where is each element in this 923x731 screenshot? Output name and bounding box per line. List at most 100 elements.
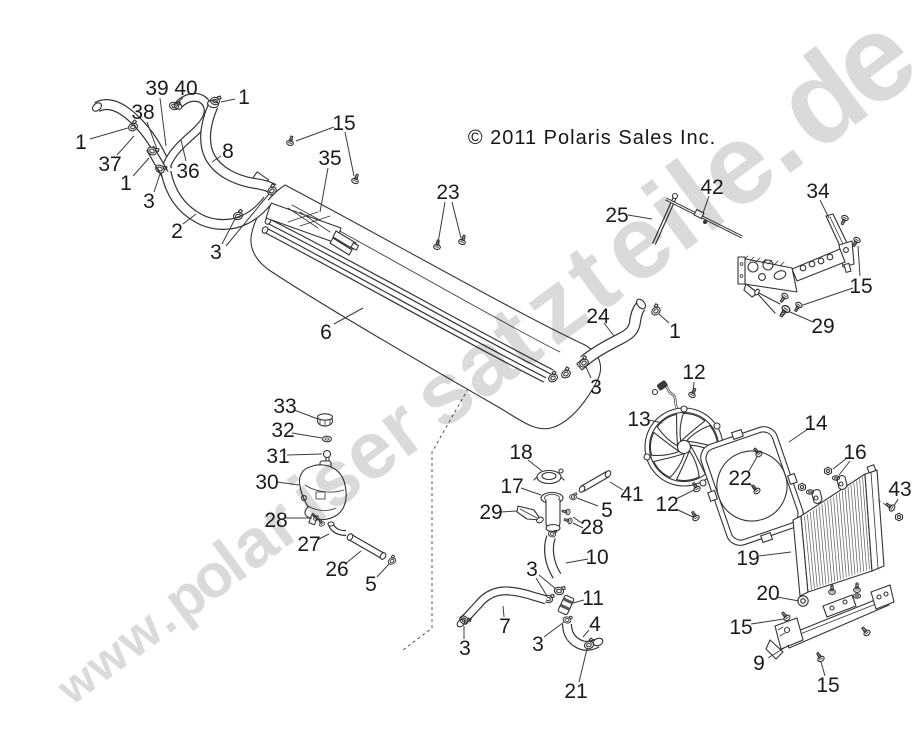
leader-line-39 [159, 97, 167, 147]
tube-core [580, 302, 645, 365]
path-shape [784, 599, 887, 641]
screw-icon [859, 624, 872, 638]
leader-line-29 [789, 311, 814, 323]
g-shape [804, 476, 870, 590]
circle-shape [676, 439, 692, 455]
callout-34-17: 34 [806, 180, 830, 203]
path-shape [765, 639, 784, 660]
leader-line-41 [609, 481, 624, 491]
cable-tie-42 [665, 197, 743, 239]
tube-core [161, 171, 272, 229]
callout-3-51: 3 [526, 558, 538, 581]
path-shape [287, 207, 331, 233]
leader-line-35 [319, 167, 329, 213]
clamp-icon [561, 613, 574, 625]
path-shape [519, 508, 538, 519]
leader-line-36 [180, 139, 187, 162]
leader-line-25 [627, 214, 653, 220]
screw-icon [561, 507, 571, 516]
callout-10-50: 10 [585, 546, 608, 569]
leader-line-9 [767, 644, 790, 659]
ellipse-shape [379, 552, 387, 560]
callout-3-23: 3 [590, 376, 602, 399]
callout-6-20: 6 [320, 321, 332, 344]
leader-line-15 [344, 131, 355, 177]
callout-38-2: 38 [131, 101, 154, 124]
radiator-fin [853, 482, 862, 573]
circle-shape [876, 594, 882, 600]
ellipse-shape [324, 437, 330, 441]
circle-shape [826, 253, 834, 261]
callout-19-31: 19 [736, 547, 759, 570]
rect-shape [731, 428, 744, 440]
callout-15-33: 15 [729, 616, 752, 639]
leader-line-33 [293, 409, 319, 420]
path-shape [870, 584, 895, 610]
callout-22-28: 22 [728, 467, 751, 490]
leader-line-3 [585, 366, 592, 379]
rect-shape [843, 262, 852, 273]
radiator-fin [856, 480, 865, 572]
radiator-fin [815, 508, 824, 586]
circle-shape [817, 257, 825, 265]
leader-line-12 [675, 508, 694, 518]
callout-15-35: 15 [816, 674, 839, 697]
circle-shape [643, 453, 651, 461]
leader-line-34 [819, 199, 830, 219]
ellipse-shape [773, 270, 787, 280]
radiator-fin [862, 476, 870, 570]
radiator-19 [792, 464, 904, 597]
leader-line-16 [838, 460, 851, 476]
tube-core [267, 219, 553, 374]
screw-icon [285, 134, 296, 147]
callout-29-19: 29 [811, 315, 834, 338]
callout-7-55: 7 [499, 615, 511, 638]
leader-line-28 [572, 516, 584, 525]
leader-line-26 [344, 550, 362, 565]
circle-shape [739, 274, 744, 278]
path-shape [329, 237, 353, 256]
radiator-fin [812, 510, 821, 587]
lower-hoses [456, 535, 604, 651]
leader-line-40 [175, 97, 184, 105]
fan-connector-icon [656, 380, 668, 391]
circle-shape [813, 495, 819, 501]
callout-20-32: 20 [756, 582, 779, 605]
circle-shape [808, 260, 816, 268]
ellipse-shape [545, 523, 561, 533]
circle-shape [716, 450, 788, 522]
bracket-29 [516, 505, 542, 521]
callout-5-43: 5 [365, 573, 377, 596]
leader-line-22 [748, 456, 758, 472]
callout-37-7: 37 [98, 153, 121, 176]
radiator-fin [807, 514, 815, 589]
screw-icon [853, 582, 861, 593]
radiator-fin [824, 502, 833, 583]
leader-line-37 [116, 135, 135, 156]
callout-4-54: 4 [589, 613, 601, 636]
callout-3-9: 3 [143, 190, 155, 213]
clamp-icon [385, 553, 399, 567]
callout-27-41: 27 [297, 533, 320, 556]
callout-28-48: 28 [580, 516, 603, 539]
radiator-fin [847, 486, 856, 575]
leader-line-18 [527, 459, 543, 472]
artwork [92, 92, 904, 664]
leader-line-5 [376, 563, 390, 578]
path-shape [533, 476, 565, 481]
ellipse-shape [261, 226, 269, 234]
rect-shape [707, 489, 718, 502]
callout-3-53: 3 [532, 633, 544, 656]
rect-shape [562, 597, 574, 605]
circle-shape [758, 273, 766, 281]
circle-shape [838, 481, 844, 487]
callout-25-15: 25 [605, 204, 628, 227]
leader-line-38 [146, 121, 158, 150]
callout-1-22: 1 [669, 320, 681, 343]
callout-35-5: 35 [318, 147, 341, 170]
nut-icon [894, 512, 904, 522]
path-shape [822, 594, 857, 618]
tube-core [459, 587, 548, 625]
path-shape [332, 230, 357, 250]
circle-shape [558, 468, 564, 474]
